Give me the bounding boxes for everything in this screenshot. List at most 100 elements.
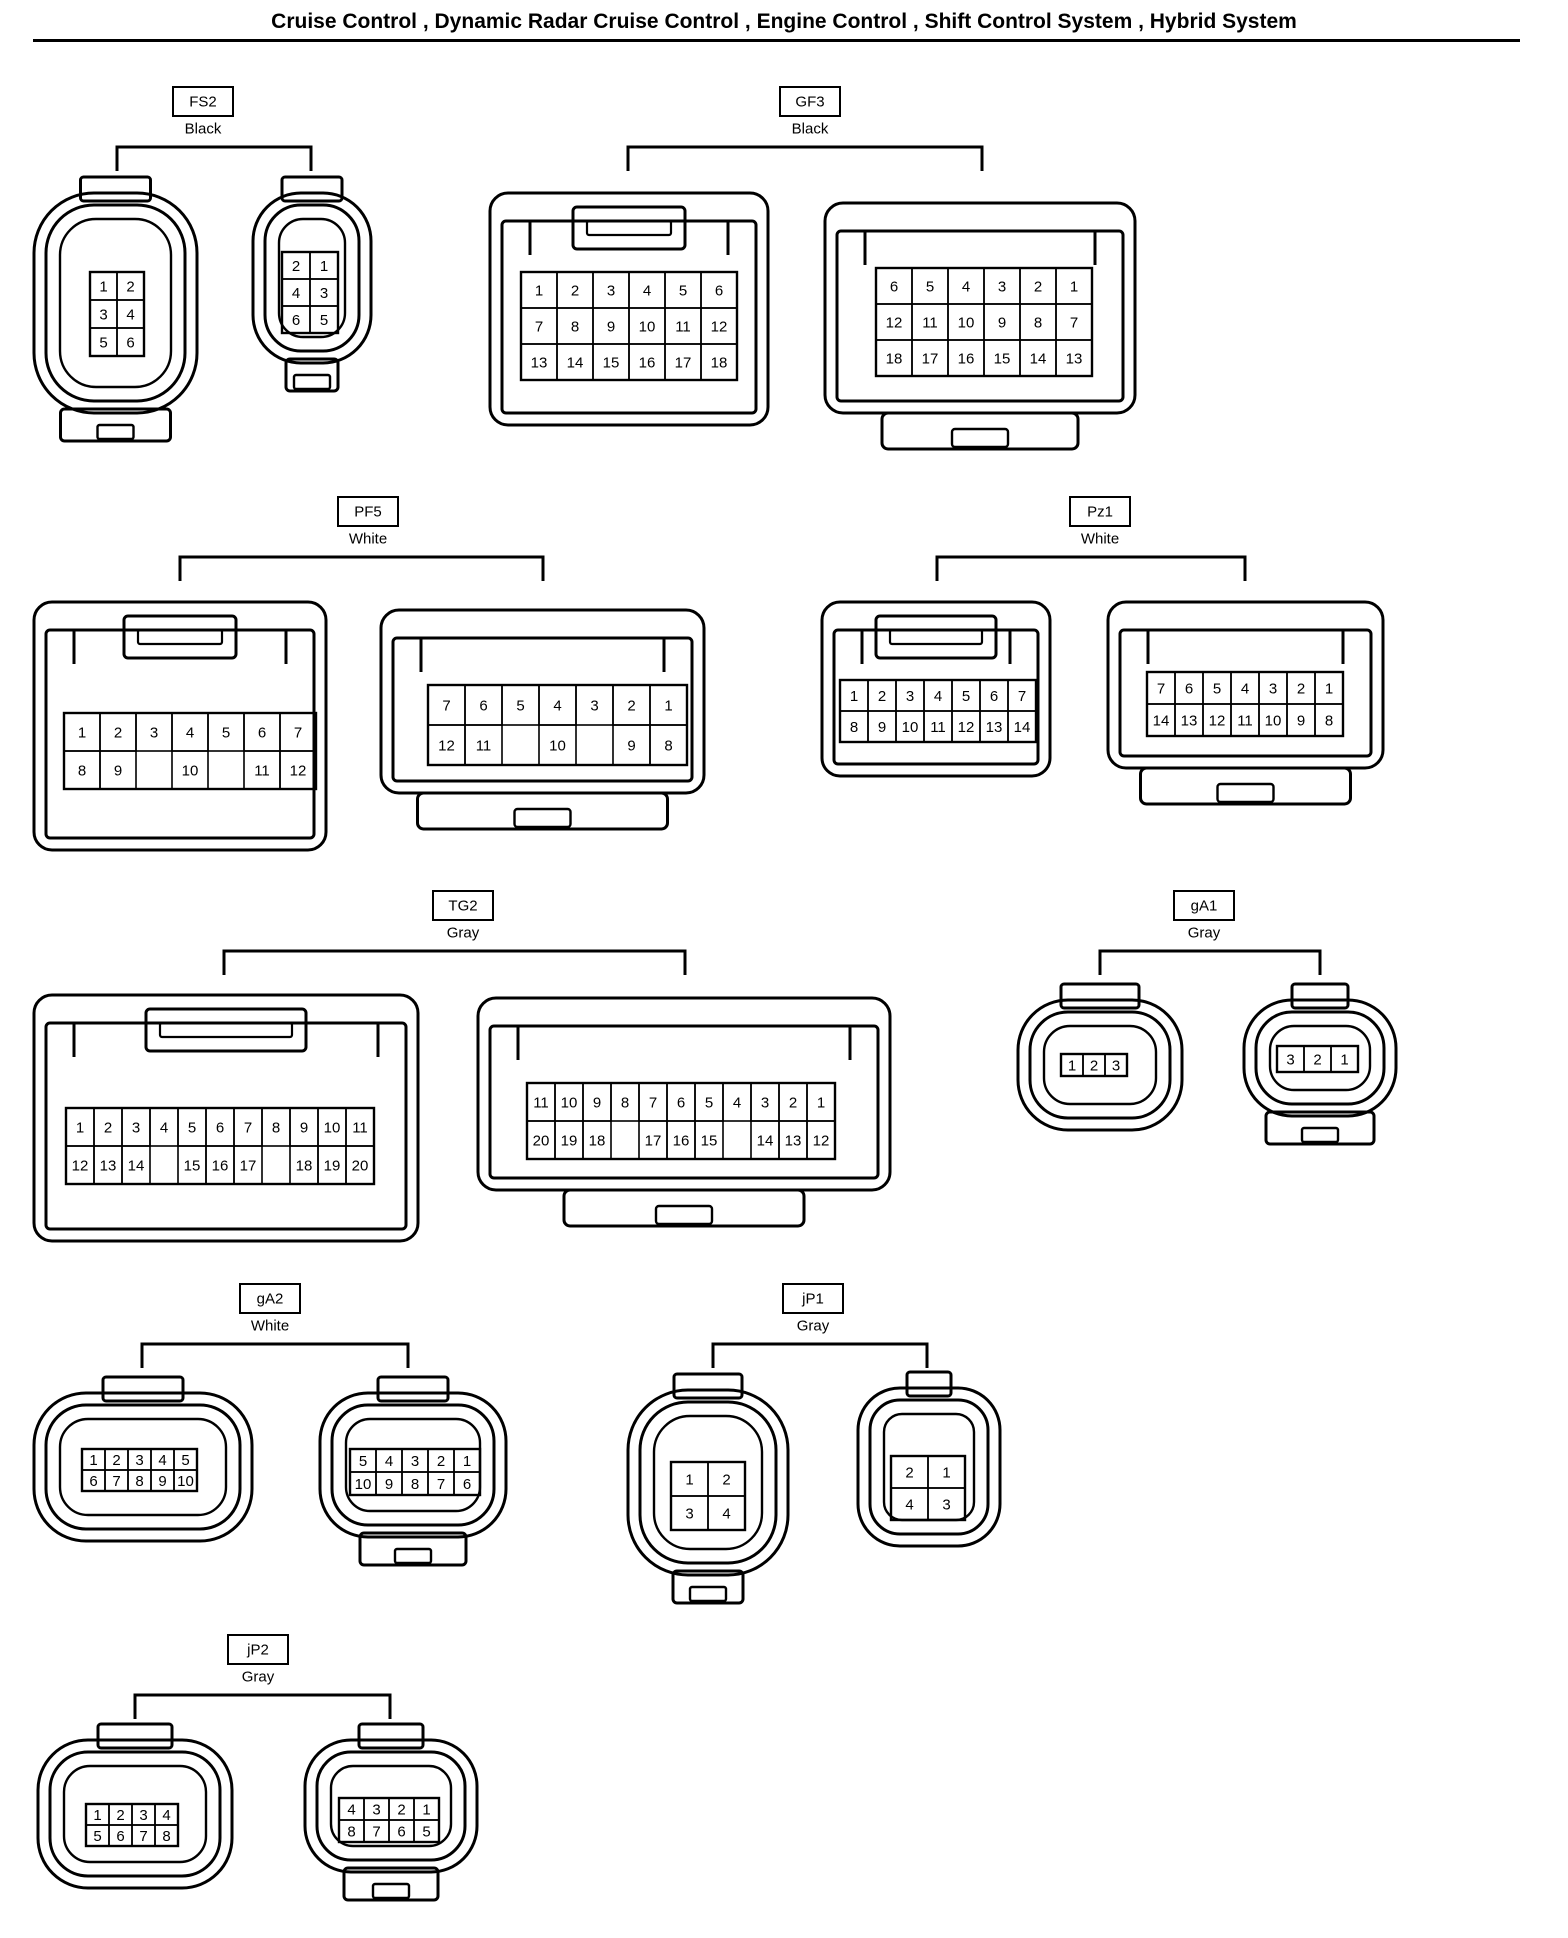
pin-number: 2 [126, 279, 134, 296]
pin-cavity: 15 [694, 1120, 724, 1160]
pin-number: 3 [607, 283, 615, 300]
connector-code: FS2 [189, 94, 217, 111]
top-lock [101, 1375, 185, 1403]
housing-inner [638, 1400, 778, 1565]
pin-cavity: 18 [582, 1120, 612, 1160]
housing-inner [44, 628, 316, 840]
pin-cavity: 4 [722, 1082, 752, 1122]
pin-grid-border [280, 250, 340, 335]
pin-number: 2 [437, 1453, 445, 1470]
pin-number: 3 [135, 1452, 143, 1469]
pin-cavity: 1 [413, 1797, 440, 1821]
pin-number: 13 [986, 719, 1003, 736]
pin-grid-border [1145, 670, 1345, 738]
pin-cavity: 11 [345, 1107, 375, 1147]
pin-cavity: 6 [243, 712, 281, 752]
pin-cavity: 2 [116, 271, 145, 301]
pin-number: 15 [603, 355, 620, 372]
pin-cavity: 13 [93, 1145, 123, 1185]
pin-number: 12 [958, 719, 975, 736]
pin-cavity: 7 [638, 1082, 668, 1122]
pin-number: 3 [1112, 1058, 1120, 1075]
pin-number: 3 [590, 698, 598, 715]
pin-cavity: 4 [150, 1448, 175, 1471]
pin-cavity: 7 [520, 307, 558, 345]
connector-code: TG2 [448, 898, 477, 915]
pin-number: 8 [135, 1473, 143, 1490]
connector-color: Gray [447, 925, 480, 942]
housing-inner [330, 1403, 496, 1527]
pin-number: 18 [589, 1133, 606, 1150]
pin-cavity: 9 [375, 1471, 403, 1496]
pin-number: 11 [922, 315, 938, 332]
pin-number: 6 [1185, 681, 1193, 698]
pin-cavity: 15 [983, 339, 1021, 377]
pin-cavity: 11 [526, 1082, 556, 1122]
pin-cavity: 4 [947, 267, 985, 305]
pin-number: 1 [1325, 681, 1333, 698]
pin-number: 10 [1265, 713, 1282, 730]
pin-grid-border [1059, 1052, 1129, 1078]
pin-cavity: 5 [1202, 671, 1232, 705]
pin-number: 2 [878, 688, 886, 705]
pin-grid-border [1275, 1044, 1360, 1074]
pin-cavity: 3 [127, 1448, 152, 1471]
pin-number: 14 [1030, 351, 1047, 368]
pin-number: 4 [162, 1807, 170, 1824]
pin-cavity: 3 [670, 1495, 709, 1531]
pin-number: 18 [711, 355, 728, 372]
pin-number: 1 [664, 698, 672, 715]
pin-number: 3 [1286, 1052, 1294, 1069]
pin-number: 2 [116, 1807, 124, 1824]
pin-cavity: 8 [1019, 303, 1057, 341]
pin-cavity: 6 [875, 267, 913, 305]
pin-number: 7 [442, 698, 450, 715]
pin-cavity: 2 [104, 1448, 129, 1471]
pin-number: 12 [813, 1133, 830, 1150]
pin-cavity: 14 [556, 343, 594, 381]
pin-cavity: 12 [700, 307, 738, 345]
pin-number: 4 [934, 688, 942, 705]
pin-number: 16 [958, 351, 975, 368]
pin-cavity: 7 [1146, 671, 1176, 705]
pin-number: 7 [649, 1095, 657, 1112]
housing-inner [391, 636, 694, 783]
housing-core [1042, 1024, 1158, 1106]
housing-outer [36, 1738, 234, 1890]
pin-number: 4 [160, 1120, 168, 1137]
pin-cavity: 8 [649, 724, 688, 766]
pin-cavity: 2 [388, 1797, 415, 1821]
housing-core [277, 217, 347, 339]
pin-number: 11 [533, 1095, 549, 1112]
connector-code-box [782, 1283, 844, 1314]
housing-core [882, 1412, 976, 1522]
pin-number: 2 [114, 725, 122, 742]
pin-cavity: 8 [338, 1819, 365, 1843]
pin-cavity: 1 [453, 1448, 481, 1473]
pin-cavity: 1 [520, 271, 558, 309]
pin-cavity: 4 [154, 1803, 179, 1826]
pin-cavity: 15 [592, 343, 630, 381]
pin-cavity: 2 [707, 1461, 746, 1497]
pin-cavity: 3 [750, 1082, 780, 1122]
pin-number: 17 [240, 1158, 257, 1175]
pin-cavity: 17 [233, 1145, 263, 1185]
pin-cavity: 10 [895, 710, 925, 743]
pin-number: 13 [100, 1158, 117, 1175]
pin-cavity: 13 [778, 1120, 808, 1160]
pin-cavity: 1 [1330, 1045, 1359, 1073]
